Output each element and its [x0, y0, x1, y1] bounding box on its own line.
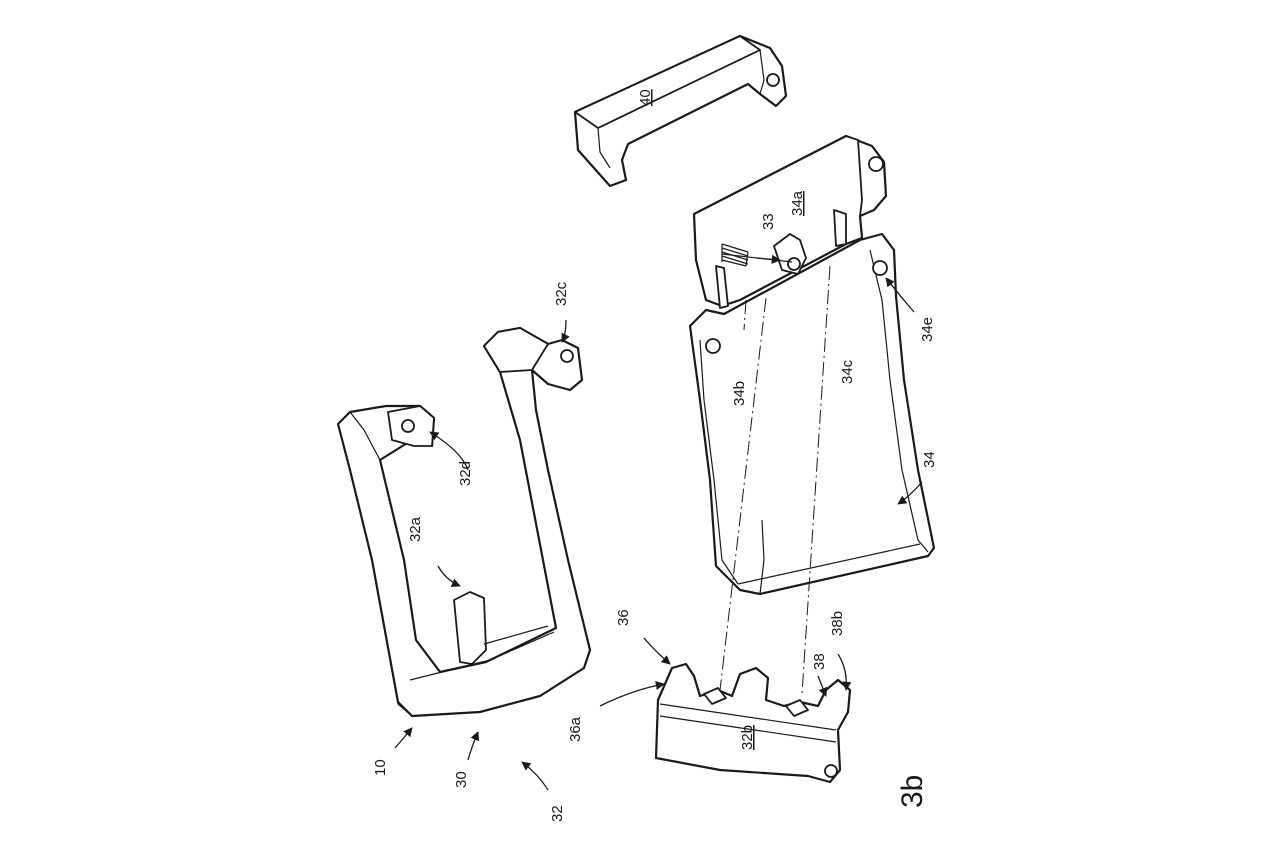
label-36a: 36a — [567, 716, 584, 742]
cover-cap-40 — [575, 36, 786, 186]
label-34: 34 — [921, 451, 938, 468]
label-32c: 32c — [553, 281, 570, 306]
body-34 — [690, 136, 934, 594]
label-34c: 34c — [839, 359, 856, 384]
label-34b: 34b — [731, 381, 748, 406]
label-36: 36 — [615, 609, 632, 626]
label-32: 32 — [549, 805, 566, 822]
label-10: 10 — [372, 759, 389, 776]
label-32a: 32a — [407, 516, 424, 542]
label-38: 38 — [811, 653, 828, 670]
label-30: 30 — [453, 771, 470, 788]
frame-30 — [338, 328, 590, 716]
label-40: 40 — [637, 89, 654, 106]
label-32b: 32b — [739, 725, 756, 750]
label-33: 33 — [760, 213, 777, 230]
label-34a: 34a — [789, 190, 806, 216]
label-34e: 34e — [919, 317, 936, 342]
label-32d: 32d — [457, 461, 474, 486]
figure-label: 3b — [896, 775, 929, 808]
label-38b: 38b — [829, 611, 846, 636]
